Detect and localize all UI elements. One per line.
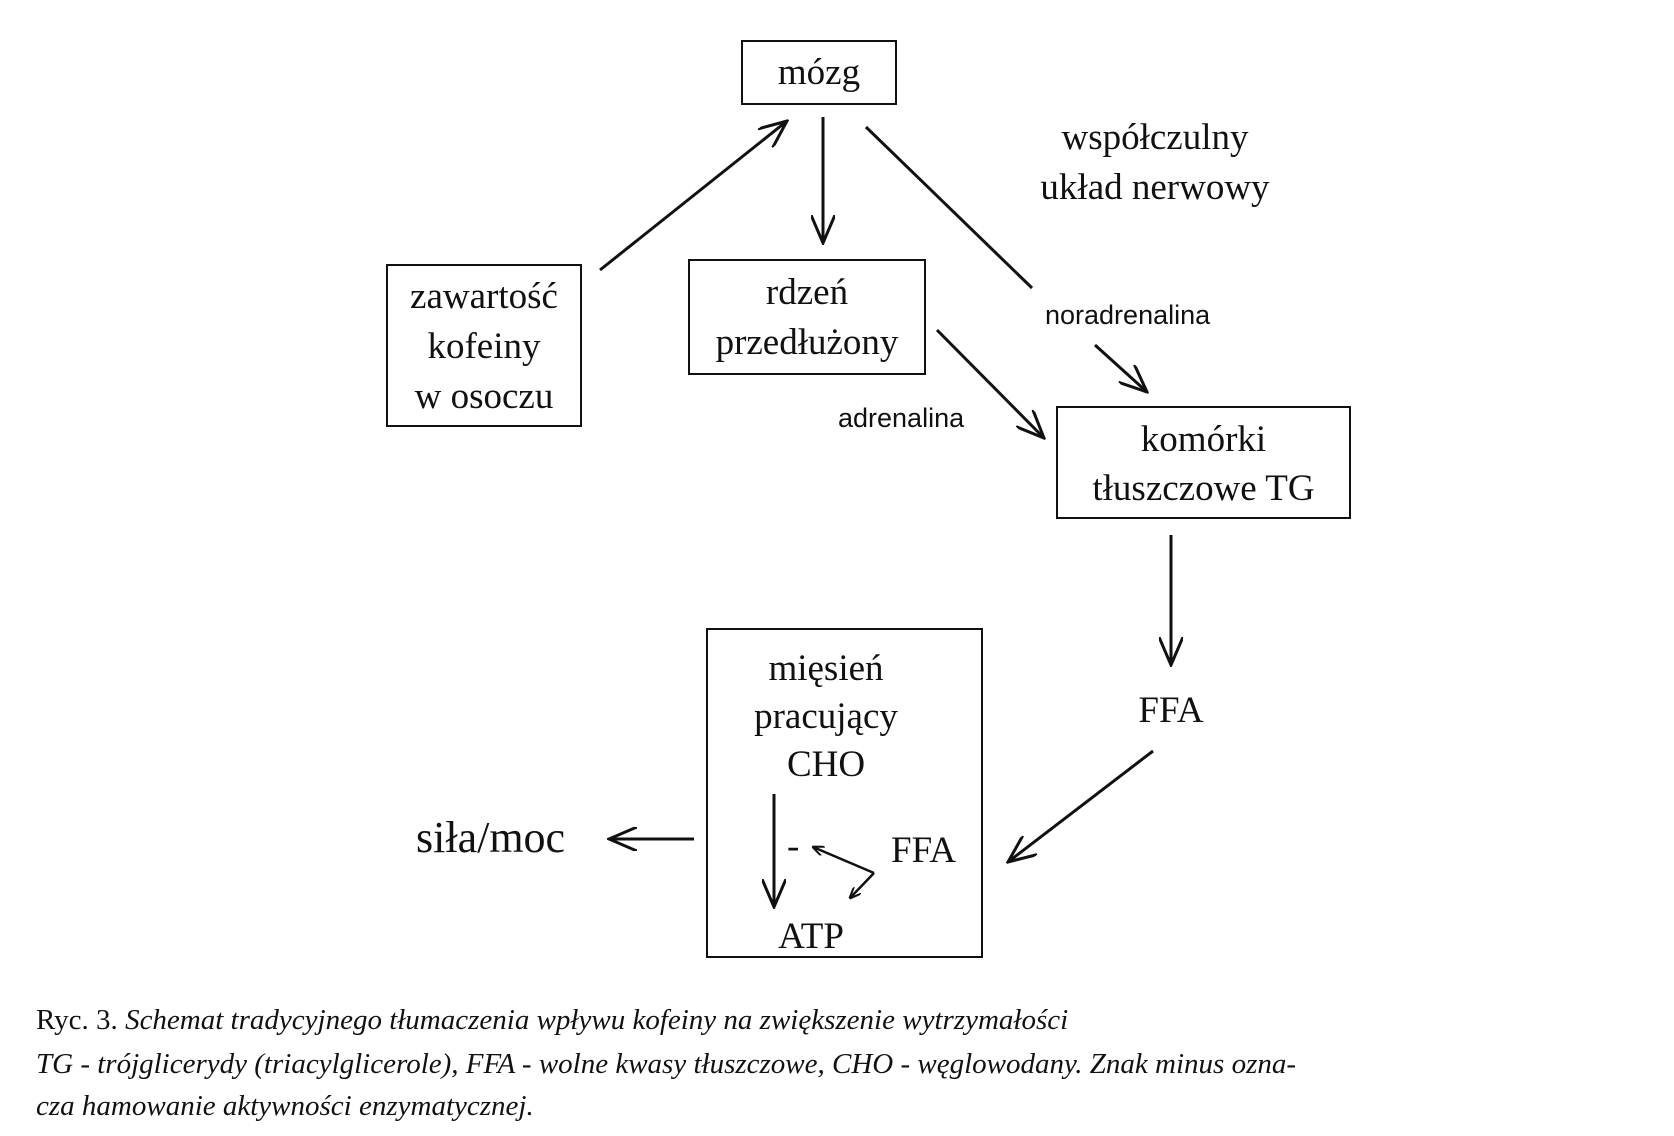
medulla-label-line2: przedłużony: [715, 322, 899, 363]
caffeine-box: [386, 264, 582, 427]
muscle-box: [706, 628, 983, 958]
brain-box: [741, 40, 897, 105]
fat-cells-label-line1: komórki: [1140, 419, 1267, 460]
figure-caption-note: cza hamowanie aktywności enzymatycznej.: [36, 1090, 534, 1122]
adrenaline-label: adrenalina: [838, 403, 965, 433]
sympathetic-label-line1: współczulny: [1061, 117, 1249, 158]
arrow-caffeine-to-brain: [599, 121, 787, 272]
figure-caption-title: Schemat tradycyjnego tłumaczenia wpływu …: [125, 1004, 1069, 1036]
brain-label: mózg: [777, 52, 861, 93]
ffa-label: FFA: [1138, 690, 1204, 731]
cho-label: CHO: [786, 744, 866, 785]
medulla-box: [688, 259, 926, 375]
figure-caption-abbrev: TG - trójglicerydy (triacylglicerole), F…: [36, 1048, 1297, 1080]
muscle-label-line2: pracujący: [754, 696, 898, 737]
figure-caption-prefix: Ryc. 3.: [36, 1004, 126, 1036]
arrow-medulla-to-fat: [935, 328, 1044, 438]
caffeine-label-line2: kofeiny: [427, 326, 541, 367]
line-brain-to-noradrenaline: [864, 125, 1034, 290]
arrow-noradrenaline-to-fat: [1093, 343, 1147, 392]
arrow-ffa-to-atp: [850, 872, 875, 898]
caffeine-label-line1: zawartość: [410, 276, 558, 317]
figure-caption-line3: cza hamowanie aktywności enzymatycznej.: [36, 1086, 534, 1126]
figure-caption-line2: TG - trójglicerydy (triacylglicerole), F…: [36, 1044, 1296, 1084]
power-label: siła/moc: [416, 813, 566, 862]
medulla-label-line1: rdzeń: [765, 272, 849, 313]
sympathetic-label-line2: układ nerwowy: [1040, 167, 1270, 208]
atp-label: ATP: [778, 916, 844, 957]
noradrenaline-label: noradrenalina: [1045, 300, 1211, 330]
ffa-inner-label: FFA: [891, 830, 957, 871]
muscle-label-line1: mięsień: [768, 648, 884, 689]
arrow-ffa-to-muscle: [1008, 749, 1154, 862]
fat-cells-label-line2: tłuszczowe TG: [1092, 468, 1315, 509]
figure-caption-line1: Ryc. 3. Schemat tradycyjnego tłumaczenia…: [36, 1000, 1068, 1040]
minus-sign: -: [787, 826, 800, 867]
caffeine-label-line3: w osoczu: [414, 376, 554, 417]
fat-cells-box: [1056, 406, 1351, 519]
arrow-ffa-inhibit-minus: [813, 847, 875, 875]
